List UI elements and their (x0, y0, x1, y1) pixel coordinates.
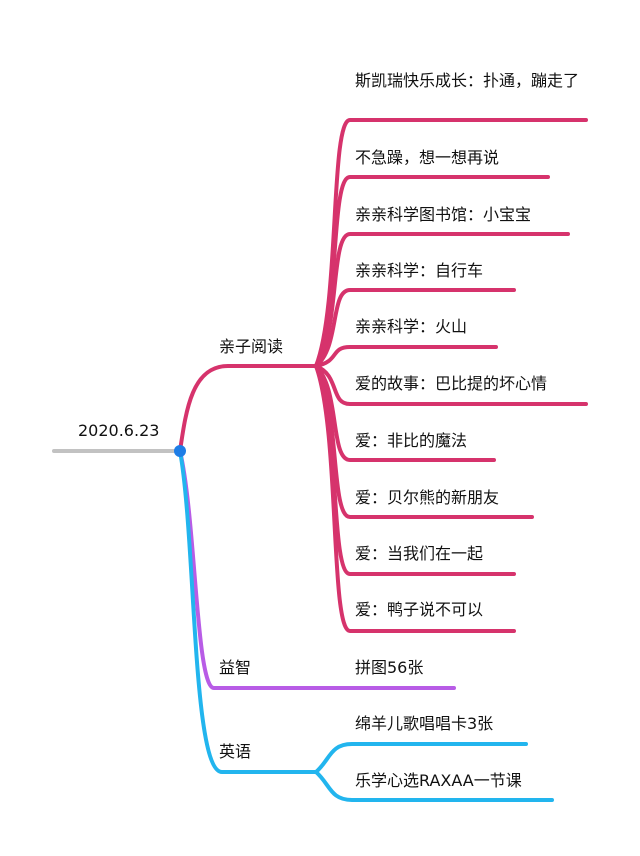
leaf-reading-3: 亲亲科学图书馆：小宝宝 (355, 205, 532, 224)
branch-english-connector (178, 449, 318, 774)
branch-label-reading: 亲子阅读 (219, 337, 284, 356)
reading-leaf-connector-3 (314, 232, 570, 368)
branch-label-english: 英语 (219, 742, 252, 761)
leaf-reading-10: 爱：鸭子说不可以 (355, 600, 484, 619)
leaf-reading-7: 爱：非比的魔法 (355, 431, 468, 450)
leaf-reading-8: 爱：贝尔熊的新朋友 (355, 488, 500, 507)
leaf-reading-5: 亲亲科学：火山 (355, 317, 468, 336)
reading-leaf-connector-2 (314, 175, 550, 368)
english-leaf-connector-1 (314, 742, 528, 774)
leaf-reading-9: 爱：当我们在一起 (355, 544, 484, 563)
leaf-english-2: 乐学心选RAXAA一节课 (355, 771, 522, 790)
english-leaf-connector-2 (314, 770, 554, 802)
leaf-reading-1: 斯凯瑞快乐成长：扑通，蹦走了 (355, 71, 580, 90)
leaf-reading-2: 不急躁，想一想再说 (355, 148, 500, 167)
reading-leaf-connector-10 (314, 364, 516, 633)
leaf-reading-4: 亲亲科学：自行车 (355, 261, 484, 280)
leaf-english-1: 绵羊儿歌唱唱卡3张 (355, 714, 494, 733)
branch-label-puzzle: 益智 (219, 658, 252, 677)
root-label: 2020.6.23 (78, 421, 160, 440)
root-node-dot (174, 445, 186, 457)
branch-reading-connector (178, 364, 318, 453)
leaf-reading-6: 爱的故事：巴比提的坏心情 (355, 374, 548, 393)
reading-leaf-connector-4 (314, 288, 516, 368)
reading-leaf-connector-5 (314, 345, 498, 368)
reading-leaf-connector-6 (314, 364, 588, 406)
leaf-puzzle-1: 拼图56张 (355, 658, 424, 677)
